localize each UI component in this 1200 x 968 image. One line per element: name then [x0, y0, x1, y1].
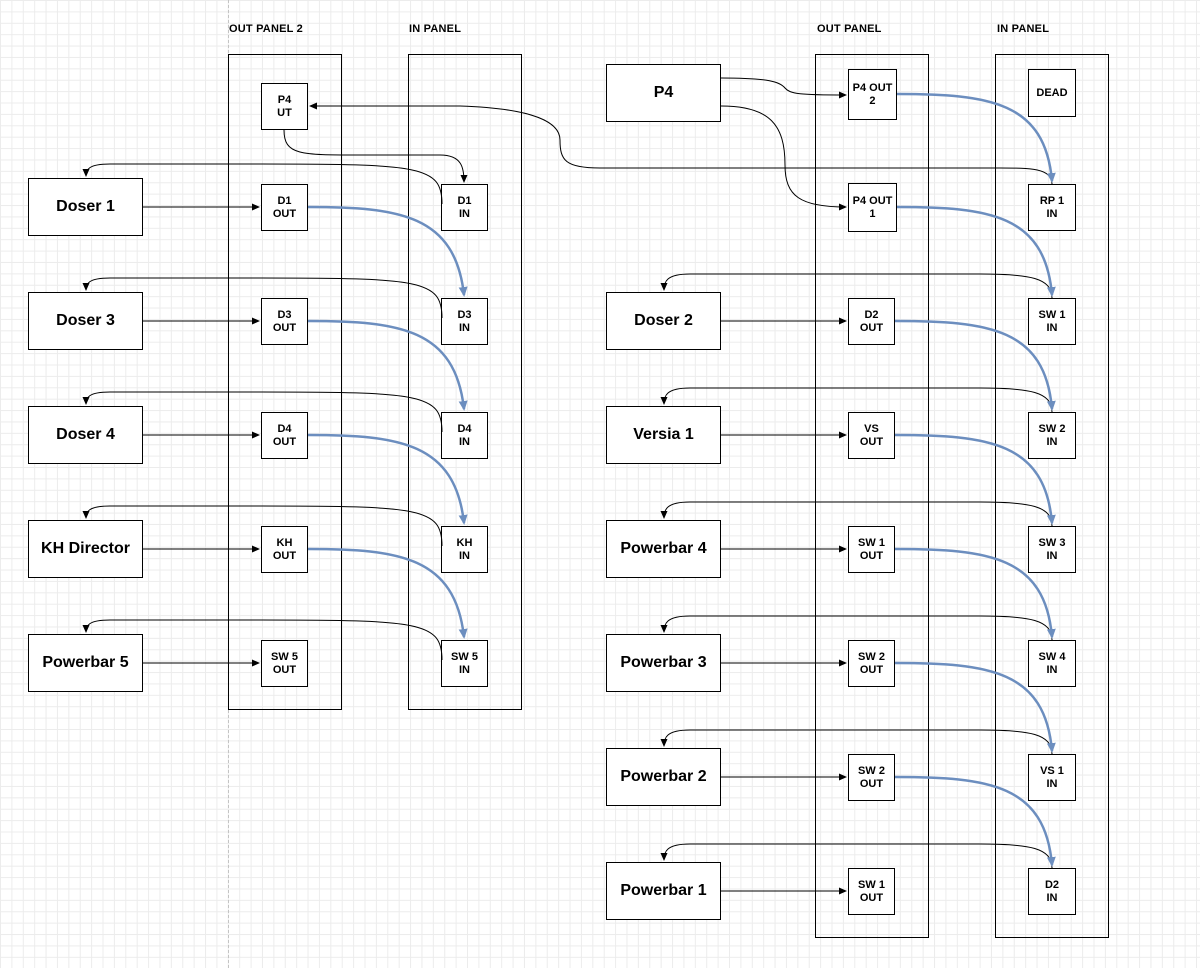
port-sw3-in[interactable]: SW 3 IN: [1028, 526, 1076, 573]
port-p4-out-2[interactable]: P4 OUT 2: [848, 69, 897, 120]
port-vs1-in[interactable]: VS 1 IN: [1028, 754, 1076, 801]
port-kh-in[interactable]: KH IN: [441, 526, 488, 573]
port-sw2-in[interactable]: SW 2 IN: [1028, 412, 1076, 459]
device-powerbar-4[interactable]: Powerbar 4: [606, 520, 721, 578]
port-sw1-out-b[interactable]: SW 1 OUT: [848, 868, 895, 915]
port-d1-in[interactable]: D1 IN: [441, 184, 488, 231]
out-panel-2-title: OUT PANEL 2: [229, 23, 303, 35]
port-d3-in[interactable]: D3 IN: [441, 298, 488, 345]
port-p4-out-1[interactable]: P4 OUT 1: [848, 183, 897, 232]
port-sw2-out-a[interactable]: SW 2 OUT: [848, 640, 895, 687]
port-d2-out[interactable]: D2 OUT: [848, 298, 895, 345]
port-vs-out[interactable]: VS OUT: [848, 412, 895, 459]
port-sw4-in[interactable]: SW 4 IN: [1028, 640, 1076, 687]
port-d4-out[interactable]: D4 OUT: [261, 412, 308, 459]
in-panel-left-title: IN PANEL: [409, 23, 462, 35]
port-sw1-out-a[interactable]: SW 1 OUT: [848, 526, 895, 573]
device-doser-3[interactable]: Doser 3: [28, 292, 143, 350]
device-doser-4[interactable]: Doser 4: [28, 406, 143, 464]
port-sw5-out[interactable]: SW 5 OUT: [261, 640, 308, 687]
port-p4-ut[interactable]: P4 UT: [261, 83, 308, 130]
out-panel-2[interactable]: [228, 54, 342, 710]
port-sw2-out-b[interactable]: SW 2 OUT: [848, 754, 895, 801]
port-d2-in[interactable]: D2 IN: [1028, 868, 1076, 915]
port-sw1-in[interactable]: SW 1 IN: [1028, 298, 1076, 345]
device-powerbar-5[interactable]: Powerbar 5: [28, 634, 143, 692]
device-p4[interactable]: P4: [606, 64, 721, 122]
device-powerbar-3[interactable]: Powerbar 3: [606, 634, 721, 692]
out-panel-title: OUT PANEL: [817, 23, 882, 35]
port-d3-out[interactable]: D3 OUT: [261, 298, 308, 345]
device-doser-1[interactable]: Doser 1: [28, 178, 143, 236]
port-rp1-in[interactable]: RP 1 IN: [1028, 184, 1076, 231]
port-dead[interactable]: DEAD: [1028, 69, 1076, 117]
port-sw5-in[interactable]: SW 5 IN: [441, 640, 488, 687]
device-kh-director[interactable]: KH Director: [28, 520, 143, 578]
in-panel-left[interactable]: [408, 54, 522, 710]
device-versia-1[interactable]: Versia 1: [606, 406, 721, 464]
port-d1-out[interactable]: D1 OUT: [261, 184, 308, 231]
device-powerbar-2[interactable]: Powerbar 2: [606, 748, 721, 806]
in-panel-right-title: IN PANEL: [997, 23, 1050, 35]
port-kh-out[interactable]: KH OUT: [261, 526, 308, 573]
port-d4-in[interactable]: D4 IN: [441, 412, 488, 459]
device-powerbar-1[interactable]: Powerbar 1: [606, 862, 721, 920]
device-doser-2[interactable]: Doser 2: [606, 292, 721, 350]
